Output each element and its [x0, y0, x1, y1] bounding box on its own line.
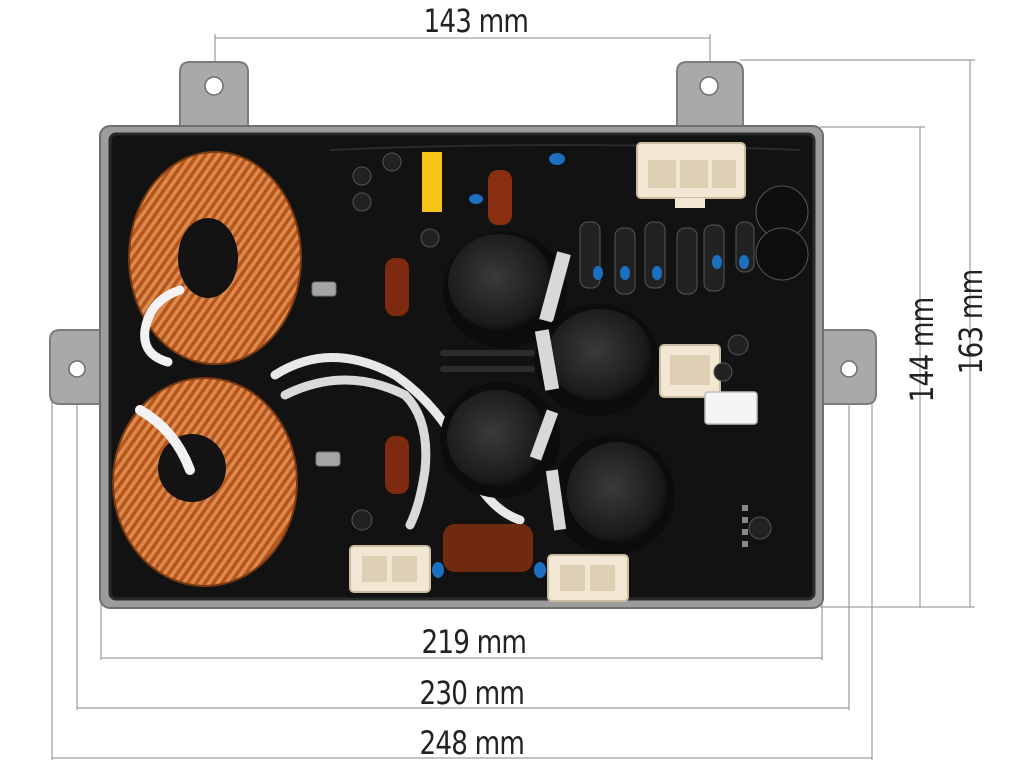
dimension-label-board-width: 219 mm [421, 623, 527, 661]
dimension-label-inner-height: 144 mm [902, 297, 941, 403]
dimension-lines [51, 34, 975, 760]
dimension-label-outer-height: 163 mm [951, 269, 990, 375]
dimension-label-top: 143 mm [423, 2, 529, 40]
connector-bottom-right [547, 554, 629, 602]
blue-capacitors [432, 153, 749, 578]
connector-top [636, 142, 746, 208]
toroid-coil-bottom [112, 377, 298, 587]
rod-resistors [440, 350, 535, 372]
dimension-label-mount-width: 230 mm [419, 674, 525, 712]
screws [311, 281, 341, 467]
film-capacitors [385, 152, 533, 572]
toroid-coil-top [128, 151, 302, 367]
connector-right [659, 344, 758, 425]
connector-bottom-left [349, 545, 431, 593]
capacitor-array [440, 232, 675, 555]
pin-header [742, 505, 748, 547]
dimension-label-overall-width: 248 mm [419, 724, 525, 762]
mounting-holes [68, 76, 858, 378]
